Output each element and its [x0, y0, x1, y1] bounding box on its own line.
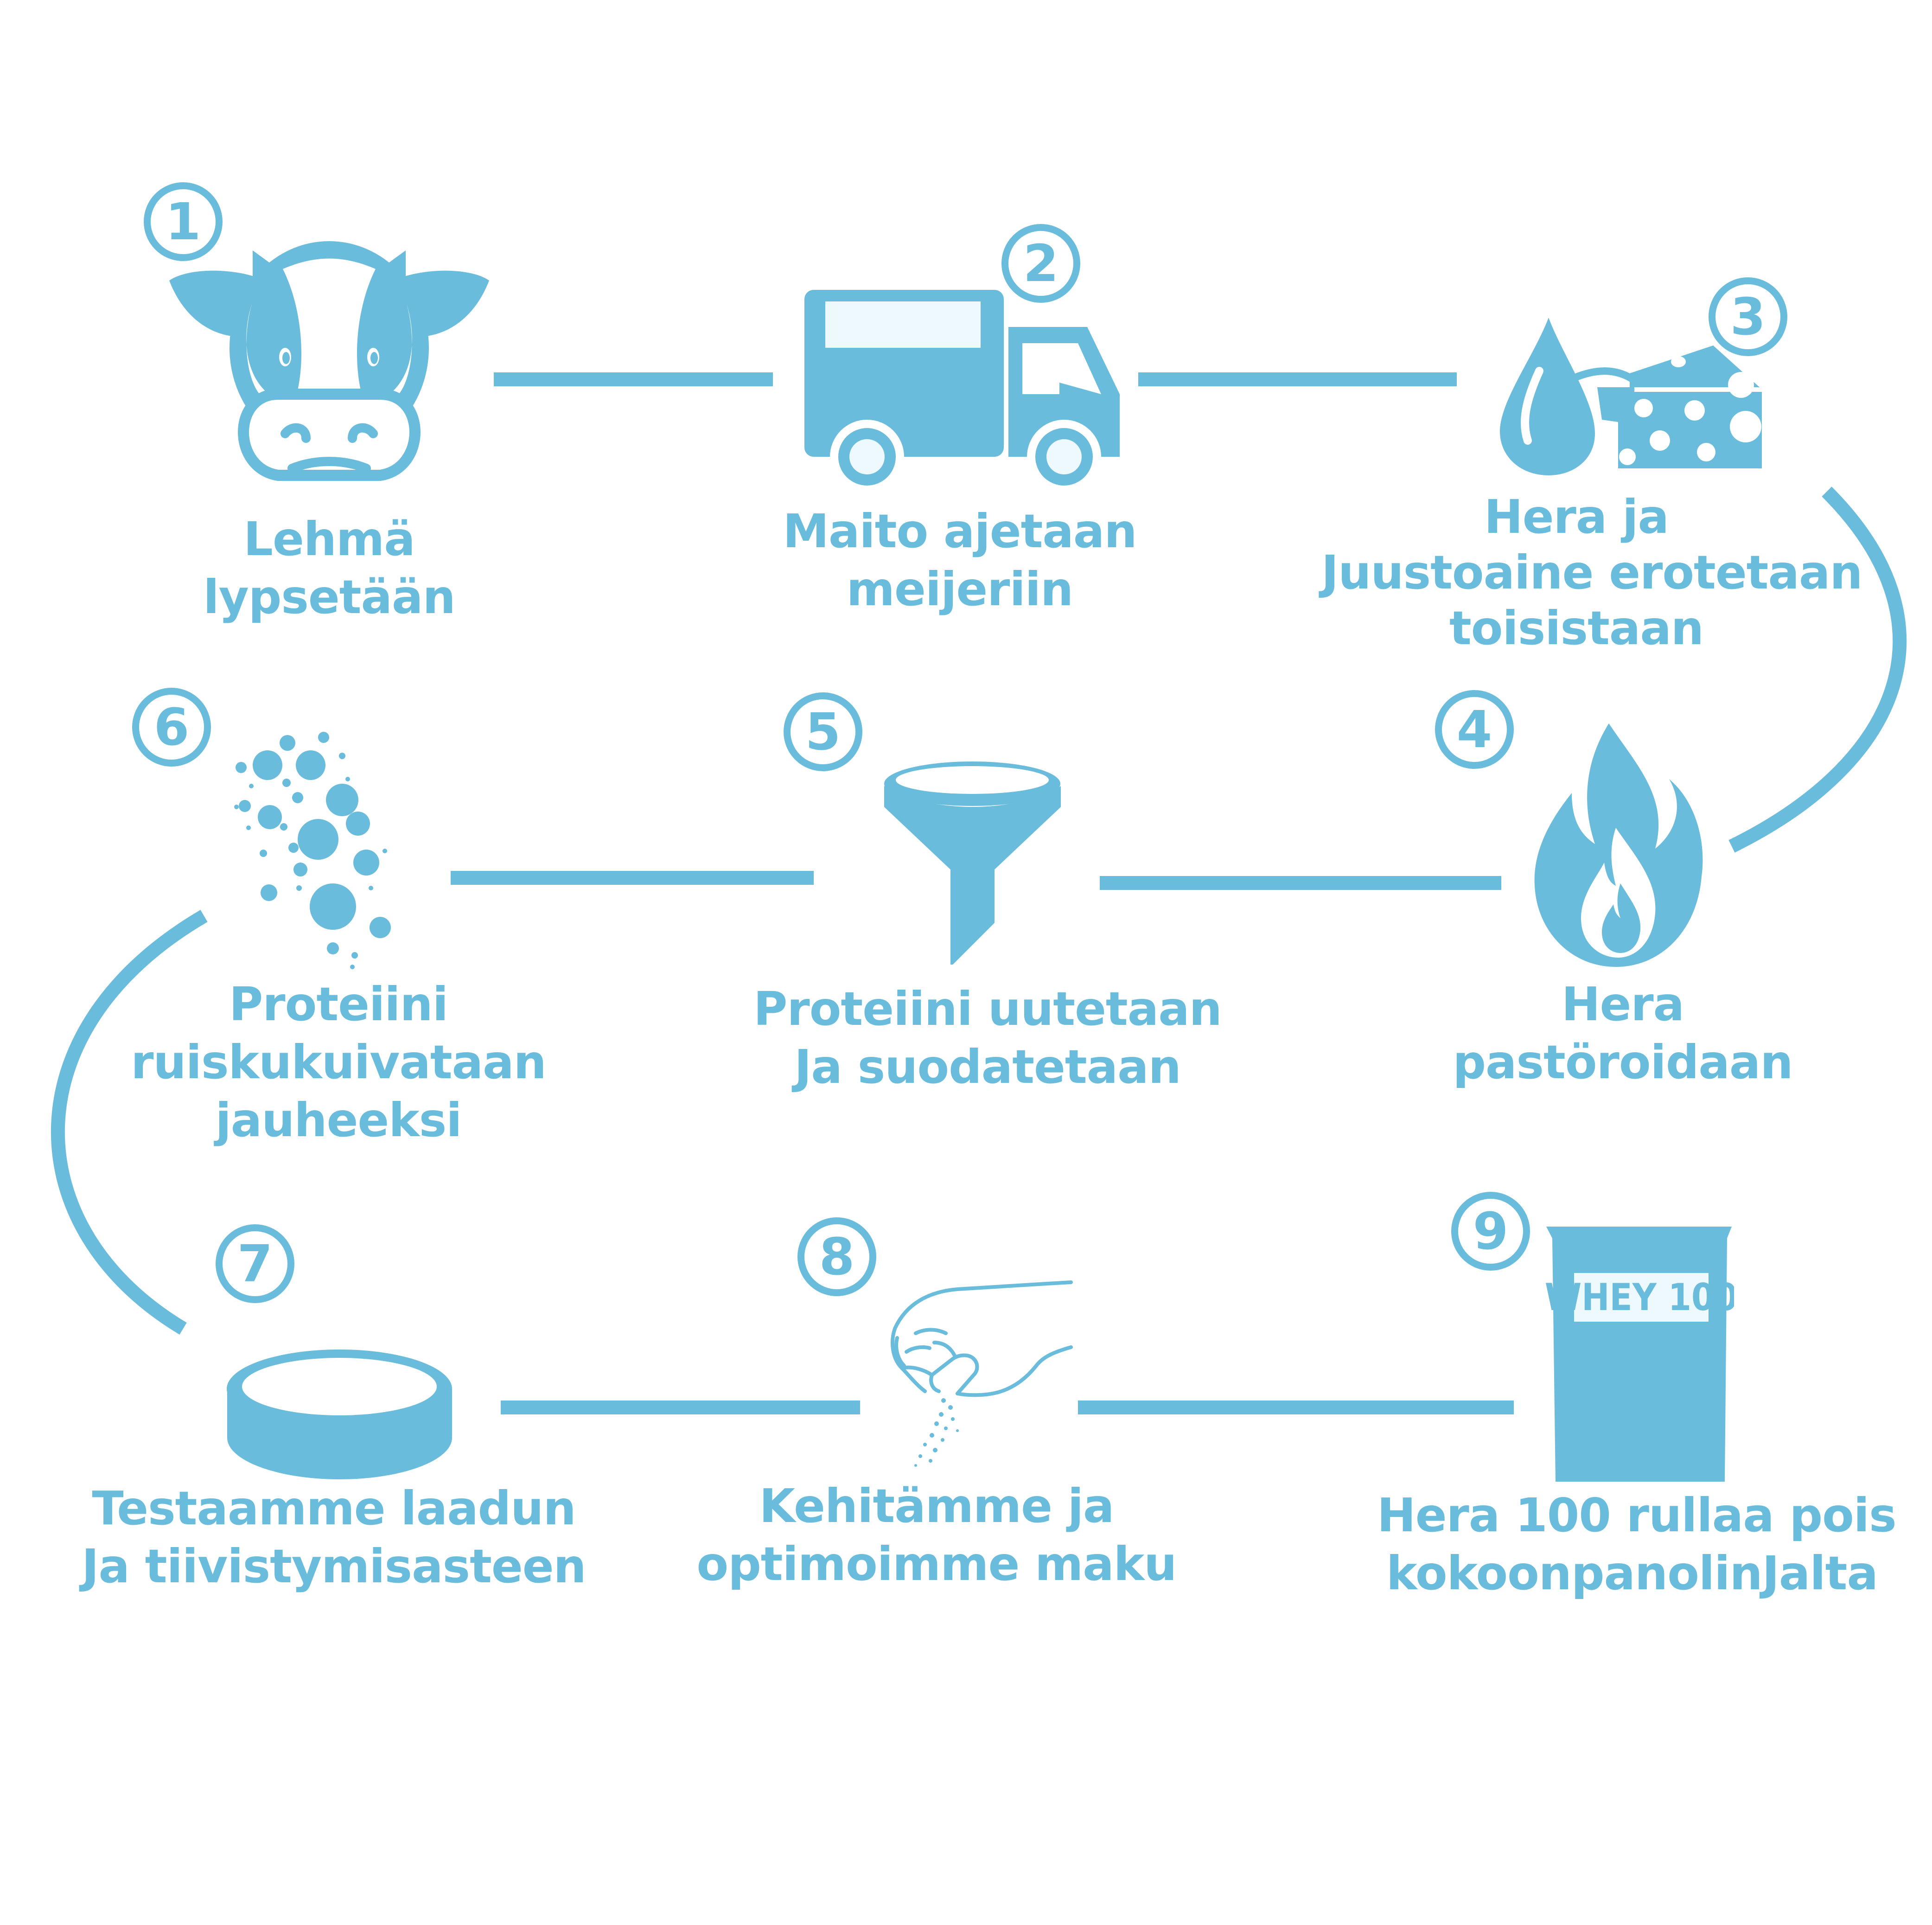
step-7-label: Testaamme laadun Ja tiivistymisasteen [79, 1479, 589, 1595]
cheese-drop-icon [1500, 318, 1762, 475]
cow-icon [169, 241, 489, 481]
dish-icon [227, 1349, 452, 1479]
step-8-label-line: Kehitämme ja [759, 1479, 1114, 1533]
step-5-label-line: Proteiini uutetaan [753, 982, 1222, 1036]
step-5-label: Proteiini uutetaan Ja suodatetaan [733, 980, 1243, 1096]
step-5-label-line: Ja suodatetaan [794, 1040, 1181, 1094]
step-9-label-line: kokoonpanolinJalta [1386, 1546, 1878, 1600]
sprinkle-hand-icon [891, 1280, 1073, 1467]
step-1-badge: 1 [144, 182, 223, 261]
truck-icon [804, 290, 1120, 494]
step-8-badge: 8 [797, 1217, 876, 1296]
step-4-label-line: Hera [1561, 977, 1684, 1031]
step-9-badge: 9 [1451, 1192, 1530, 1271]
step-4-badge: 4 [1435, 690, 1514, 769]
connector-6-7 [51, 910, 208, 1335]
step-1-label: Lehmä lypsetään [74, 510, 584, 626]
step-6-badge: 6 [132, 688, 211, 767]
step-2-label-line: Maito ajetaan [783, 504, 1137, 558]
step-3-label-line: Hera ja [1484, 490, 1669, 544]
step-6-label-line: ruiskukuivataan [131, 1035, 547, 1089]
bag-icon: WHEY 100 [1545, 1227, 1734, 1482]
bubbles-icon [234, 732, 391, 969]
step-5-badge: 5 [784, 692, 862, 771]
step-7-label-line: Testaamme laadun [92, 1481, 576, 1535]
step-2-label-line: meijeriin [846, 562, 1073, 616]
step-3-label-line: toisistaan [1449, 601, 1704, 655]
step-9-label-line: Hera 100 rullaa pois [1377, 1488, 1897, 1542]
bag-label: WHEY 100 [1545, 1276, 1734, 1319]
step-4-label-line: pastöroidaan [1453, 1035, 1793, 1089]
step-2-label: Maito ajetaan meijeriin [705, 502, 1215, 618]
step-6-label-line: jauheeksi [215, 1093, 462, 1147]
step-7-badge: 7 [216, 1224, 294, 1303]
step-6-label-line: Proteiini [229, 977, 448, 1031]
step-9-label: Hera 100 rullaa pois kokoonpanolinJalta [1377, 1486, 1897, 1602]
step-8-label: Kehitämme ja optimoimme maku [682, 1477, 1192, 1593]
step-3-label-line: Juustoaine erotetaan [1321, 545, 1863, 600]
funnel-icon [884, 761, 1061, 965]
step-6-label: Proteiini ruiskukuivataan jauheeksi [83, 975, 593, 1149]
step-3-badge: 3 [1709, 277, 1787, 356]
step-1-label-line: lypsetään [203, 570, 455, 624]
step-8-label-line: optimoimme maku [696, 1537, 1177, 1591]
step-1-label-line: Lehmä [243, 512, 415, 566]
step-3-label: Hera ja Juustoaine erotetaan toisistaan [1321, 489, 1863, 656]
step-2-badge: 2 [1001, 224, 1080, 303]
connector-3-4 [1728, 486, 1907, 853]
flame-icon [1534, 723, 1703, 967]
step-7-label-line: Ja tiivistymisasteen [82, 1539, 586, 1593]
step-4-label: Hera pastöroidaan [1368, 975, 1878, 1091]
